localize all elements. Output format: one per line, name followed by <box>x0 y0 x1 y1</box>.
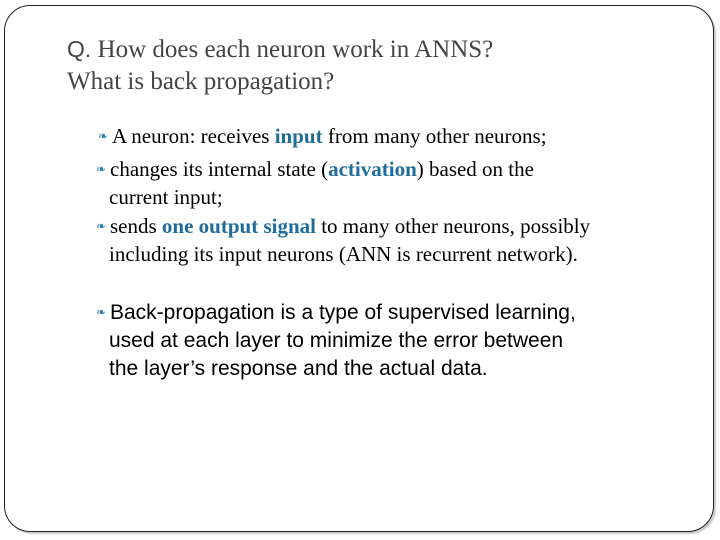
bullet-3-highlight: one output signal <box>161 214 316 238</box>
bullet-2-text-b: ) based on the <box>416 157 534 181</box>
bullet-item-3: ❧sends one output signal to many other n… <box>96 212 686 268</box>
curved-arrow-bullet-icon: ❧ <box>96 162 107 176</box>
slide-title: Q. How does each neuron work in ANNS? Wh… <box>67 33 667 98</box>
curved-arrow-bullet-icon: ❧ <box>96 219 107 233</box>
title-line-2: What is back propagation? <box>67 68 335 95</box>
bullet-2-text-a: changes its internal state ( <box>110 157 329 181</box>
bullet-3-text-b: to many other neurons, possibly <box>315 214 591 238</box>
curved-arrow-bullet-icon: ❧ <box>98 129 109 143</box>
bullet-2-highlight: activation <box>328 157 417 181</box>
bullet-1-text-a: A neuron: receives <box>112 124 275 148</box>
bullet-2-continuation: current input; <box>109 185 223 209</box>
title-line-1: Q. How does each neuron work in ANNS? <box>67 33 667 66</box>
slide-frame <box>4 5 714 532</box>
bullet-item-1: ❧A neuron: receives input from many othe… <box>98 122 688 150</box>
bullet-3-text-a: sends <box>110 214 162 238</box>
bullet-item-2: ❧changes its internal state (activation)… <box>96 155 686 211</box>
bullet-3-continuation: including its input neurons (ANN is recu… <box>109 242 578 266</box>
bullet-4-line-1: Back-propagation is a type of supervised… <box>110 301 576 324</box>
curved-arrow-bullet-icon: ❧ <box>96 305 107 319</box>
bullet-1-highlight: input <box>274 124 323 148</box>
bullet-4-continuation-1: used at each layer to minimize the error… <box>109 329 564 352</box>
title-q-prefix: Q. <box>67 36 92 62</box>
bullet-4-continuation-2: the layer’s response and the actual data… <box>109 357 488 380</box>
bullet-1-text-b: from many other neurons; <box>322 124 547 148</box>
title-line-1-text: How does each neuron work in ANNS? <box>91 36 494 63</box>
bullet-item-4: ❧Back-propagation is a type of supervise… <box>96 298 696 383</box>
